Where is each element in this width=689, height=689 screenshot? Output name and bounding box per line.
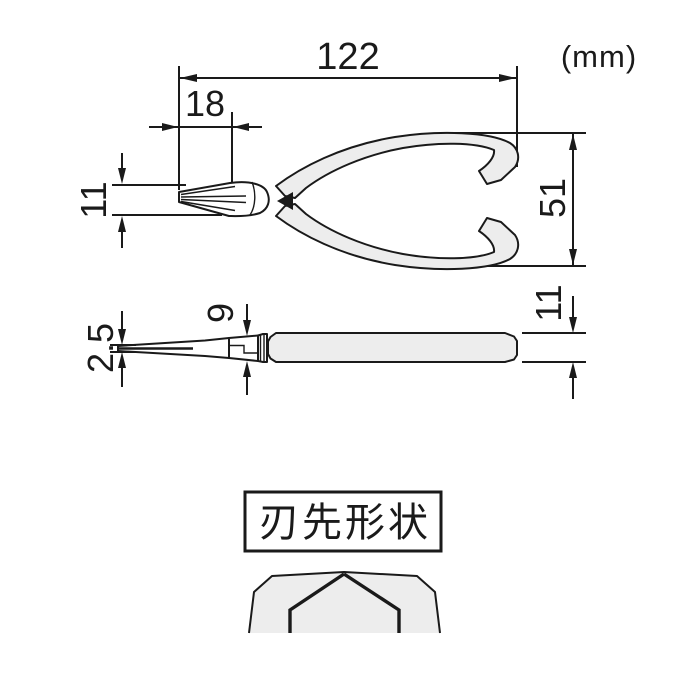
blade-tip-section: 刃先形状 bbox=[243, 490, 443, 634]
overall-length-label: 122 bbox=[316, 36, 379, 78]
blade-inner-edge-left bbox=[288, 572, 345, 633]
top-view: 122 18 11 51 (mm) bbox=[73, 36, 637, 271]
handle-height-label: 11 bbox=[528, 284, 569, 321]
blade-cross-section-fill bbox=[249, 572, 440, 633]
arrowhead-up-icon bbox=[569, 134, 577, 150]
tip-thickness-label: 2.5 bbox=[80, 323, 121, 373]
grip-side-view bbox=[267, 332, 518, 363]
jaw-seam-line bbox=[180, 198, 247, 204]
joint-height-label: 9 bbox=[200, 303, 241, 323]
arrowhead-up-icon bbox=[243, 361, 251, 377]
blade-bottom-edge bbox=[117, 350, 230, 359]
jaw-cutting-edge-line bbox=[180, 185, 236, 196]
arrowhead-right-icon bbox=[499, 74, 516, 82]
jaw-cutting-edge-line bbox=[180, 200, 236, 212]
side-view: 2.5 9 11 bbox=[80, 284, 586, 399]
handle-spread-label: 51 bbox=[532, 178, 573, 218]
pliers-lower-handle bbox=[275, 203, 520, 271]
arrowhead-up-icon bbox=[118, 352, 126, 368]
handle-crossing-notch bbox=[277, 192, 293, 210]
jaw-length-label: 18 bbox=[185, 83, 225, 124]
blade-cross-section-outline bbox=[248, 571, 441, 634]
arrowhead-left-icon bbox=[180, 74, 197, 82]
pliers-upper-handle bbox=[275, 131, 520, 199]
blade-inner-edge-right bbox=[343, 572, 401, 633]
jaw-seam-line bbox=[180, 195, 247, 198]
unit-label: (mm) bbox=[561, 39, 637, 74]
handle-collar bbox=[257, 333, 268, 363]
blade-top-edge bbox=[117, 337, 230, 347]
head-width-label: 11 bbox=[73, 181, 114, 218]
arrowhead-up-icon bbox=[569, 362, 577, 378]
arrowhead-down-icon bbox=[243, 320, 251, 336]
lap-joint-step-line bbox=[229, 344, 259, 354]
arrowhead-down-icon bbox=[569, 249, 577, 265]
blade-tip-label: 刃先形状 bbox=[259, 501, 431, 545]
arrowhead-left-icon bbox=[233, 123, 249, 131]
arrowhead-up-icon bbox=[118, 216, 126, 232]
arrowhead-right-icon bbox=[162, 123, 178, 131]
pivot-boss-edge bbox=[249, 181, 256, 216]
arrowhead-down-icon bbox=[569, 317, 577, 333]
arrowhead-down-icon bbox=[118, 329, 126, 345]
blade-tip-label-box bbox=[243, 490, 443, 553]
arrowhead-down-icon bbox=[118, 168, 126, 184]
